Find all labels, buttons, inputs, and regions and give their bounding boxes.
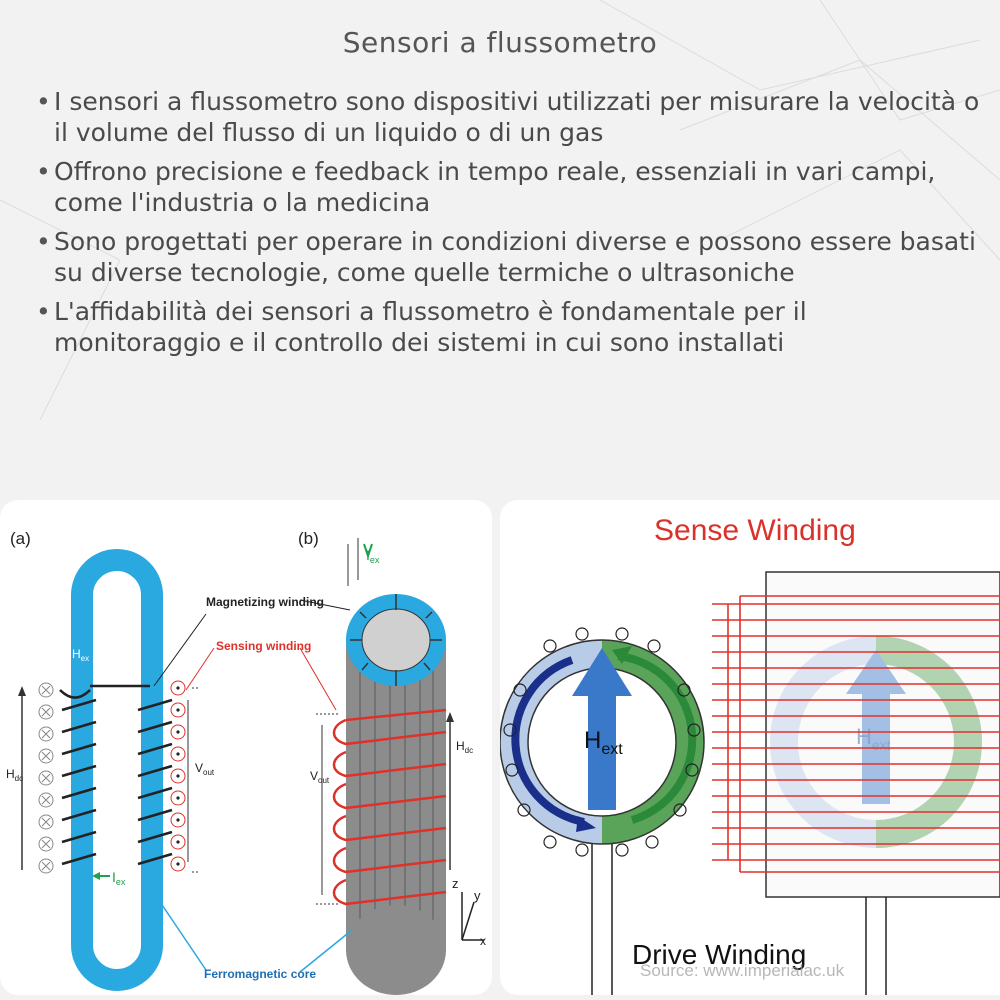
ring-core-right <box>770 636 982 848</box>
i-ex-sub-b: ex <box>370 555 380 565</box>
h-dc-label-a: H <box>6 767 15 781</box>
v-out-sub-b: out <box>318 776 330 785</box>
flux-arrow-green <box>617 652 697 824</box>
fluxgate-diagram-right: Sense Winding Hext <box>499 500 1000 995</box>
drive-winding-label: Drive Winding <box>632 939 806 970</box>
bullet-item: Offrono precisione e feedback in tempo r… <box>30 156 980 218</box>
source-credit: Source: www.imperialac.uk <box>640 961 845 980</box>
bullet-item: I sensori a flussometro sono dispositivi… <box>30 86 980 148</box>
label-a: (a) <box>10 529 31 548</box>
svg-text:Hex: Hex <box>72 647 89 663</box>
svg-text:Iex: Iex <box>366 547 380 565</box>
field-into-page-markers <box>38 682 54 874</box>
cylinder-core-b <box>346 640 446 950</box>
magnetizing-winding-label: Magnetizing winding <box>206 595 324 609</box>
axis-x: x <box>480 934 486 948</box>
h-ex-label: H <box>72 647 81 661</box>
axis-z: z <box>452 876 459 891</box>
ferromagnetic-core-a <box>71 549 163 991</box>
bullet-item: L'affidabilità dei sensori a flussometro… <box>30 296 980 358</box>
h-ext-label-faded: H <box>856 724 872 749</box>
page-title: Sensori a flussometro <box>342 26 658 59</box>
svg-text:Hdc: Hdc <box>6 767 23 783</box>
sense-winding-lines <box>712 595 1000 873</box>
sensing-winding-label: Sensing winding <box>216 639 311 653</box>
svg-text:Hext: Hext <box>584 727 623 758</box>
svg-text:Vout: Vout <box>310 769 330 785</box>
svg-text:Hext: Hext <box>856 724 891 753</box>
svg-text:Vout: Vout <box>195 761 215 777</box>
ferromagnetic-core-label: Ferromagnetic core <box>204 967 316 981</box>
h-ex-sub: ex <box>81 654 89 663</box>
i-ex-label-b: I <box>366 547 370 563</box>
i-ex-label-a: I <box>112 869 116 885</box>
magnetizing-coil-a <box>59 684 173 866</box>
label-b: (b) <box>298 529 319 548</box>
drive-coil-loops <box>503 627 701 857</box>
h-ext-label: H <box>584 727 601 754</box>
flux-arrow-blue <box>511 656 585 826</box>
svg-text:Iex: Iex <box>112 869 126 887</box>
bullet-list: I sensori a flussometro sono dispositivi… <box>30 86 980 366</box>
h-ext-sub: ext <box>601 741 623 758</box>
sensing-coil-b <box>332 708 447 906</box>
sense-coil-frame <box>765 571 1000 898</box>
v-out-sub-a: out <box>203 768 215 777</box>
h-ext-sub-faded: ext <box>872 737 891 753</box>
fluxgate-diagram-left: (a) (b) Hex Hdc <box>0 500 492 995</box>
h-dc-sub-a: dc <box>15 774 23 783</box>
svg-text:Hdc: Hdc <box>456 739 473 755</box>
v-out-label-b: V <box>310 769 318 783</box>
axes-indicator <box>461 892 484 941</box>
i-ex-sub-a: ex <box>116 877 126 887</box>
sense-winding-label: Sense Winding <box>654 514 856 547</box>
axis-y: y <box>474 888 481 903</box>
bullet-item: Sono progettati per operare in condizion… <box>30 226 980 288</box>
v-out-label-a: V <box>195 761 203 775</box>
h-ext-arrow-left <box>572 648 632 810</box>
sensing-coil-a <box>170 680 186 872</box>
h-dc-label-b: H <box>456 739 465 753</box>
h-dc-sub-b: dc <box>465 746 473 755</box>
